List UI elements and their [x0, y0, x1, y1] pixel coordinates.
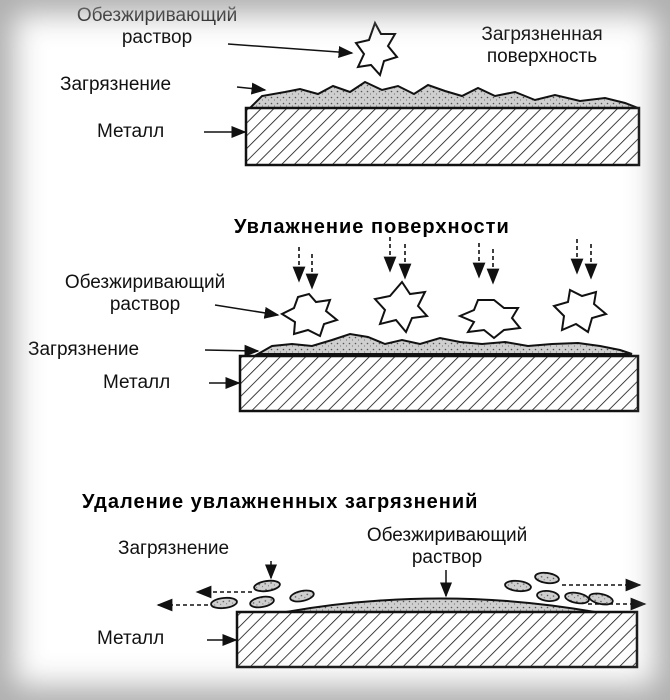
contamination-label: Загрязнение [118, 538, 230, 559]
solution-label-line1: Обезжиривающий [76, 5, 238, 26]
panel2-title: Увлажнение поверхности [234, 216, 510, 238]
solution-label-line2: раствор [109, 294, 181, 315]
contaminant-particles [210, 571, 614, 610]
pointer-arrow [204, 344, 260, 357]
panel3-title: Удаление увлажненных загрязнений [82, 491, 479, 513]
metal-block [235, 610, 639, 669]
contaminated-surface-label-line1: Загрязненная [481, 24, 603, 45]
solution-label-line1: Обезжиривающий [366, 525, 528, 546]
wetting-arrows [292, 237, 598, 290]
solution-label-line2: раствор [411, 547, 483, 568]
metal-block [238, 354, 640, 413]
solution-star-icon [552, 288, 609, 334]
pointer-arrow [236, 82, 267, 95]
contaminated-surface-label-line2: поверхность [486, 46, 598, 67]
panel1-graphics [204, 20, 641, 167]
metal-block [244, 106, 641, 167]
contaminated-surface-label: Загрязненная поверхность [432, 24, 652, 68]
solution-label: Обезжиривающий раствор [32, 5, 282, 49]
solution-label-line1: Обезжиривающий [64, 272, 226, 293]
panel3-graphics [156, 561, 647, 669]
solution-star-icon [457, 299, 522, 340]
solution-label: Обезжиривающий раствор [20, 272, 270, 316]
metal-label: Металл [97, 628, 165, 649]
removal-arrows [156, 578, 647, 612]
contamination-label: Загрязнение [28, 339, 140, 360]
contaminant-layer [247, 80, 639, 109]
solution-film [285, 597, 596, 613]
contaminant-layer [254, 332, 633, 355]
panel2-graphics [204, 237, 640, 413]
pointer-arrow [214, 304, 280, 319]
solution-label: Обезжиривающий раствор [312, 525, 582, 569]
solution-star-icon [354, 20, 399, 78]
pointer-arrow [227, 43, 354, 59]
contamination-label: Загрязнение [60, 74, 172, 95]
metal-label: Металл [97, 121, 165, 142]
solution-star-icon [373, 280, 430, 334]
metal-label: Металл [103, 372, 171, 393]
solution-star-icon [279, 292, 340, 338]
solution-label-line2: раствор [121, 27, 193, 48]
